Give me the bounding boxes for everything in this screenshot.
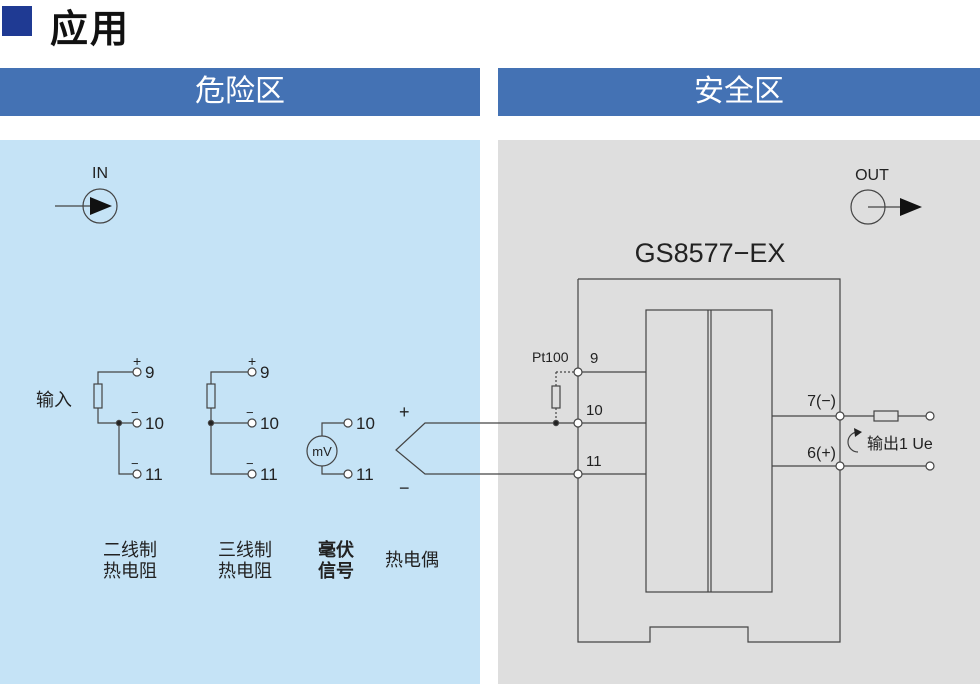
safe-zone-header: 安全区 — [498, 68, 980, 116]
rtd2-terminal-11: 11 — [145, 465, 163, 484]
in-label: IN — [92, 165, 108, 182]
mv-terminal-10: 10 — [356, 414, 375, 433]
rtd2-terminal-10: 10 — [145, 414, 164, 433]
rtd3-minus-mark-10: − — [246, 405, 254, 420]
rtd2-terminal-9: 9 — [145, 363, 154, 382]
terminal-6-label: 6(+) — [807, 445, 836, 462]
output-label: 输出1 Ue — [867, 435, 933, 453]
rtd3-minus-mark-11: − — [246, 456, 254, 471]
tc-caption: 热电偶 — [385, 550, 439, 570]
device-terminal-9: 9 — [590, 350, 598, 367]
input-arrow-icon — [55, 188, 118, 224]
input-label: 输入 — [36, 390, 72, 410]
two-wire-rtd-circuit — [93, 367, 142, 479]
mv-caption-line1: 毫伏 — [318, 539, 354, 560]
rtd2-minus-mark-10: − — [131, 405, 139, 420]
rtd3-terminal-11: 11 — [260, 465, 278, 484]
rtd2-caption-line2: 热电阻 — [103, 561, 157, 581]
tc-plus-mark: + — [399, 402, 410, 422]
rtd2-minus-mark-11: − — [131, 456, 139, 471]
rtd3-terminal-9: 9 — [260, 363, 269, 382]
title-marker — [2, 6, 32, 36]
tc-minus-mark: − — [399, 478, 410, 498]
danger-zone-header: 危险区 — [0, 68, 480, 116]
rtd3-plus-mark: + — [248, 353, 256, 369]
mv-symbol: mV — [312, 444, 332, 459]
device-model: GS8577−EX — [635, 238, 786, 268]
pt100-resistor — [551, 371, 574, 427]
pt100-label: Pt100 — [532, 349, 569, 365]
terminal-7-label: 7(−) — [807, 393, 836, 410]
page-title: 应用 — [50, 7, 131, 51]
rtd3-caption-line2: 热电阻 — [218, 561, 272, 581]
output-arrow-icon — [850, 189, 922, 225]
mv-terminal-11: 11 — [356, 465, 374, 484]
rtd3-terminal-10: 10 — [260, 414, 279, 433]
out-label: OUT — [855, 167, 889, 184]
mv-caption-line2: 信号 — [318, 560, 354, 581]
rtd3-caption-line1: 三线制 — [218, 540, 272, 560]
danger-zone-area — [0, 140, 480, 684]
device-terminal-11: 11 — [586, 453, 602, 470]
rtd2-plus-mark: + — [133, 353, 141, 369]
millivolt-source-circuit — [306, 418, 353, 479]
three-wire-rtd-circuit — [206, 367, 257, 479]
device-terminal-10: 10 — [586, 402, 603, 419]
device-output-terminals — [772, 410, 935, 471]
device-input-terminals — [573, 367, 646, 479]
thermocouple-wires — [395, 422, 575, 475]
device-enclosure — [577, 278, 841, 643]
rtd2-caption-line1: 二线制 — [103, 540, 157, 560]
